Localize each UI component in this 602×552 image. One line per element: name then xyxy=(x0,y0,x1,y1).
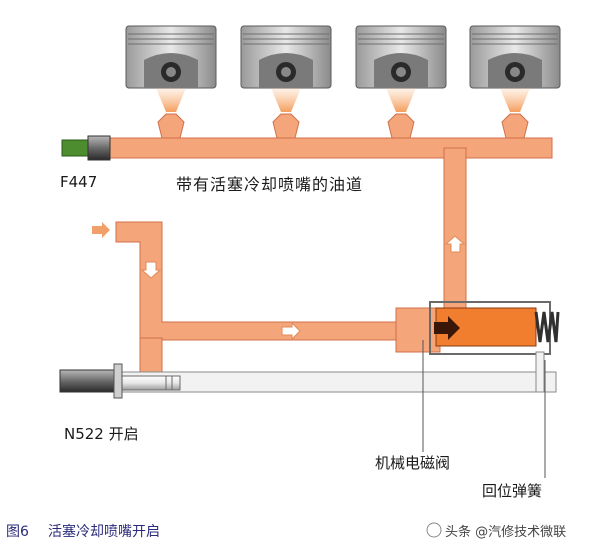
flow-arrow-right xyxy=(281,321,301,341)
flow-arrow-down xyxy=(140,261,162,279)
flow-arrow-up xyxy=(444,235,466,253)
n522-solenoid xyxy=(59,369,119,393)
nozzle-1 xyxy=(157,113,185,139)
oil-channel-label: 带有活塞冷却喷嘴的油道 xyxy=(176,175,364,194)
nozzle-2 xyxy=(272,113,300,139)
rod-housing xyxy=(117,371,557,393)
valve-chamber xyxy=(395,307,441,353)
nozzle-3 xyxy=(387,113,415,139)
upper-gallery xyxy=(109,137,553,159)
spray-3 xyxy=(386,88,416,112)
piston-1 xyxy=(125,25,217,89)
mechanical-valve-label: 机械电磁阀 xyxy=(375,454,451,472)
piston-2 xyxy=(240,25,332,89)
nozzle-4 xyxy=(501,113,529,139)
watermark: 头条 @汽修技术微联 xyxy=(445,525,567,540)
riser-channel xyxy=(443,147,467,319)
sensor-label: F447 xyxy=(60,173,98,191)
return-line xyxy=(535,351,545,393)
piston-4 xyxy=(469,25,561,89)
caption-title: 活塞冷却喷嘴开启 xyxy=(48,524,160,540)
f447-sensor xyxy=(61,139,89,157)
flow-arrows xyxy=(92,222,466,341)
piston-3 xyxy=(355,25,447,89)
n522-label: N522 开启 xyxy=(64,425,139,443)
spray-1 xyxy=(156,88,186,112)
rod xyxy=(119,375,181,391)
spray-2 xyxy=(271,88,301,112)
watermark-icon xyxy=(426,522,442,538)
inlet-channel xyxy=(115,221,397,341)
return-spring xyxy=(534,311,560,343)
spray-4 xyxy=(500,88,530,112)
return-spring-label: 回位弹簧 xyxy=(482,482,543,500)
valve-arrow xyxy=(434,316,460,340)
pistons xyxy=(125,25,561,89)
oil-sprays xyxy=(156,88,530,112)
flow-arrow-in xyxy=(92,222,110,238)
caption-number: 图6 xyxy=(6,524,29,540)
oil-channels xyxy=(109,113,553,381)
